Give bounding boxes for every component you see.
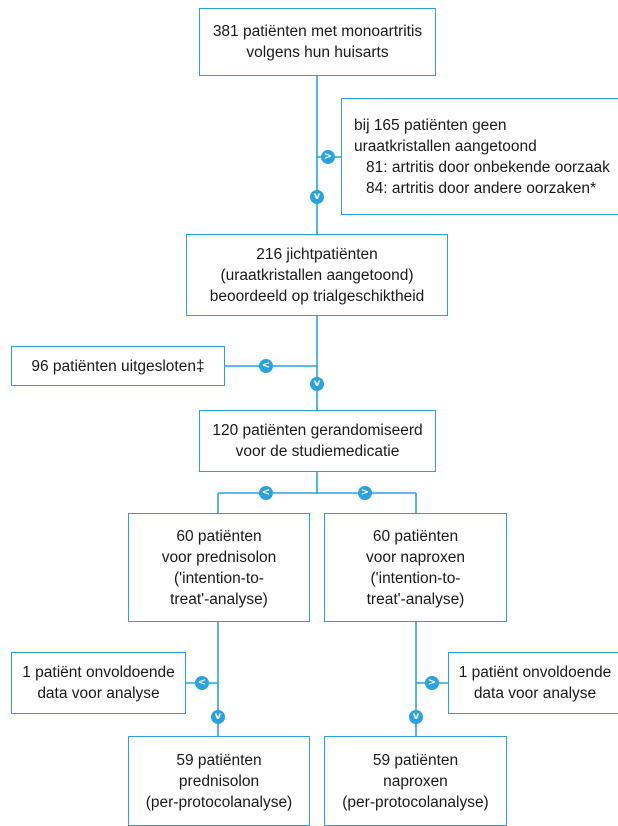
excluded-crystals-item-unknown: 81: artritis door onbekende oorzaak bbox=[366, 158, 610, 176]
box-naproxen-pp: 59 patiënten naproxen (per-protocolanaly… bbox=[324, 736, 507, 826]
box-prednisolon-itt: 60 patiënten voor prednisolon ('intentio… bbox=[128, 513, 310, 622]
box-start-line-1: 381 patiënten met monoartritis bbox=[212, 23, 423, 40]
box-pred-pp-line-2: prednisolon bbox=[178, 772, 260, 790]
box-excluded-trial-line-1: 96 patiënten uitgesloten‡ bbox=[31, 357, 205, 375]
box-gout-line-3: beoordeeld op trialgeschiktheid bbox=[209, 287, 425, 305]
box-pred-itt-line-3: ('intention-to- bbox=[174, 569, 264, 587]
excluded-crystals-line-2: uraatkristallen aangetoond bbox=[354, 137, 537, 155]
box-prednisolon-missing: 1 patiënt onvoldoende data voor analyse bbox=[11, 652, 186, 714]
arrow-right-icon: > bbox=[358, 486, 372, 500]
box-naproxen-itt: 60 patiënten voor naproxen ('intention-t… bbox=[324, 513, 507, 622]
arrow-down-icon: v bbox=[409, 710, 423, 724]
arrow-left-icon: < bbox=[259, 486, 273, 500]
box-nap-missing-line-1: 1 patiënt onvoldoende bbox=[458, 664, 612, 681]
arrow-down-icon: v bbox=[211, 710, 225, 724]
box-randomized-line-2: voor de studiemedicatie bbox=[235, 443, 400, 460]
box-gout-line-2: (uraatkristallen aangetoond) bbox=[220, 266, 414, 284]
box-randomized-line-1: 120 patiënten gerandomiseerd bbox=[212, 422, 423, 439]
arrow-right-icon: > bbox=[321, 150, 335, 164]
box-pred-pp-line-1: 59 patiënten bbox=[176, 751, 262, 769]
arrow-down-icon: v bbox=[310, 190, 324, 204]
box-pred-pp-line-3: (per-protocolanalyse) bbox=[145, 793, 293, 811]
box-nap-itt-line-1: 60 patiënten bbox=[372, 527, 459, 545]
box-nap-pp-line-3: (per-protocolanalyse) bbox=[342, 793, 489, 811]
arrow-left-icon: < bbox=[259, 359, 273, 373]
box-nap-pp-line-1: 59 patiënten bbox=[372, 751, 459, 769]
box-excluded-trial: 96 patiënten uitgesloten‡ bbox=[11, 346, 225, 386]
box-prednisolon-pp: 59 patiënten prednisolon (per-protocolan… bbox=[128, 736, 310, 826]
box-gout: 216 jichtpatiënten (uraatkristallen aang… bbox=[186, 234, 448, 316]
box-naproxen-missing: 1 patiënt onvoldoende data voor analyse bbox=[448, 652, 618, 714]
box-pred-missing-line-1: 1 patiënt onvoldoende bbox=[22, 664, 175, 681]
box-pred-itt-line-1: 60 patiënten bbox=[176, 527, 262, 545]
excluded-crystals-line-1: bij 165 patiënten geen bbox=[354, 116, 507, 134]
box-start: 381 patiënten met monoartritis volgens h… bbox=[199, 8, 436, 76]
arrow-left-icon: < bbox=[195, 676, 209, 690]
box-start-line-2: volgens hun huisarts bbox=[246, 44, 389, 61]
arrow-down-icon: v bbox=[310, 377, 324, 391]
box-randomized: 120 patiënten gerandomiseerd voor de stu… bbox=[199, 410, 436, 472]
box-pred-missing-line-2: data voor analyse bbox=[37, 685, 160, 702]
box-nap-missing-line-2: data voor analyse bbox=[473, 685, 597, 702]
box-nap-pp-line-2: naproxen bbox=[383, 772, 448, 790]
box-nap-itt-line-3: ('intention-to- bbox=[370, 569, 461, 587]
box-nap-itt-line-4: treat'-analyse) bbox=[366, 590, 465, 608]
box-nap-itt-line-2: voor naproxen bbox=[365, 548, 466, 566]
box-excluded-no-crystals: bij 165 patiënten geen uraatkristallen a… bbox=[341, 98, 618, 215]
box-gout-line-1: 216 jichtpatiënten bbox=[256, 245, 378, 263]
box-pred-itt-line-2: voor prednisolon bbox=[161, 548, 277, 566]
arrow-right-icon: > bbox=[425, 676, 439, 690]
box-pred-itt-line-4: treat'-analyse) bbox=[170, 590, 268, 608]
excluded-crystals-item-other: 84: artritis door andere oorzaken* bbox=[366, 179, 597, 197]
